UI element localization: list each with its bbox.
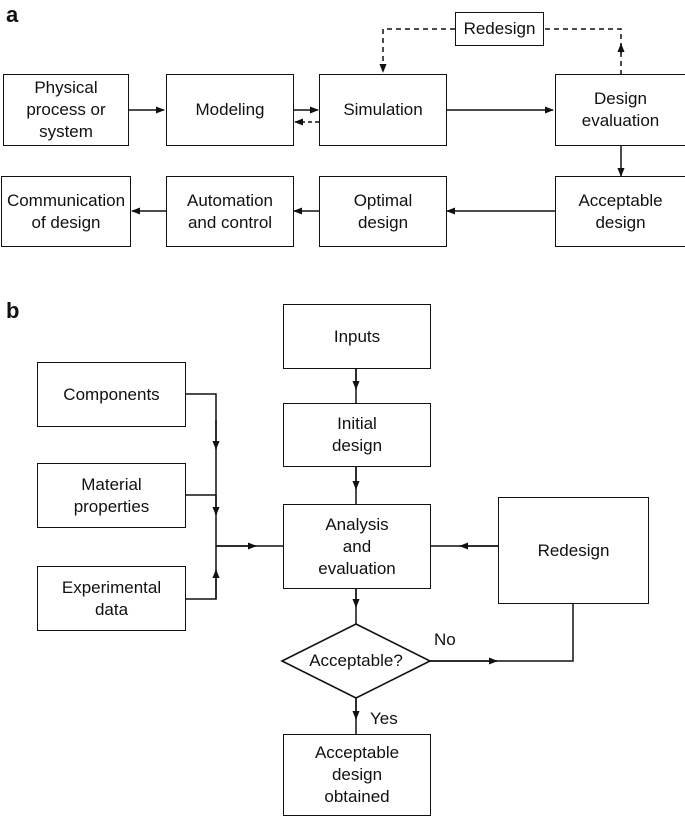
node-acceptable-design: Acceptable design [555, 176, 685, 247]
edge-label-no: No [434, 630, 456, 649]
edge-label-yes: Yes [370, 709, 398, 728]
line-experimental [186, 546, 217, 600]
node-redesign-b: Redesign [498, 497, 649, 604]
node-physical-process: Physical process or system [3, 74, 129, 146]
arrow-evaluation-to-redesign-dashed [544, 28, 622, 75]
line-components [186, 393, 217, 546]
node-simulation: Simulation [319, 74, 447, 146]
decision-diamond [280, 623, 432, 699]
node-redesign-a: Redesign [455, 12, 544, 46]
panel-label-a: a [6, 2, 19, 27]
arrow-redesign-to-simulation-dashed [379, 28, 455, 73]
node-automation-control: Automation and control [166, 176, 294, 247]
node-inputs: Inputs [283, 304, 431, 369]
node-design-evaluation: Design evaluation [555, 74, 685, 146]
node-acceptable-obtained: Acceptable design obtained [283, 734, 431, 816]
node-optimal-design: Optimal design [319, 176, 447, 247]
node-components: Components [37, 362, 186, 427]
panel-label-b: b [6, 298, 20, 323]
node-analysis-evaluation: Analysis and evaluation [283, 504, 431, 589]
node-modeling: Modeling [166, 74, 294, 146]
node-experimental-data: Experimental data [37, 566, 186, 631]
node-communication: Communication of design [1, 176, 131, 247]
node-initial-design: Initial design [283, 403, 431, 467]
node-material-properties: Material properties [37, 463, 186, 528]
decision-label: Acceptable? [309, 651, 403, 670]
